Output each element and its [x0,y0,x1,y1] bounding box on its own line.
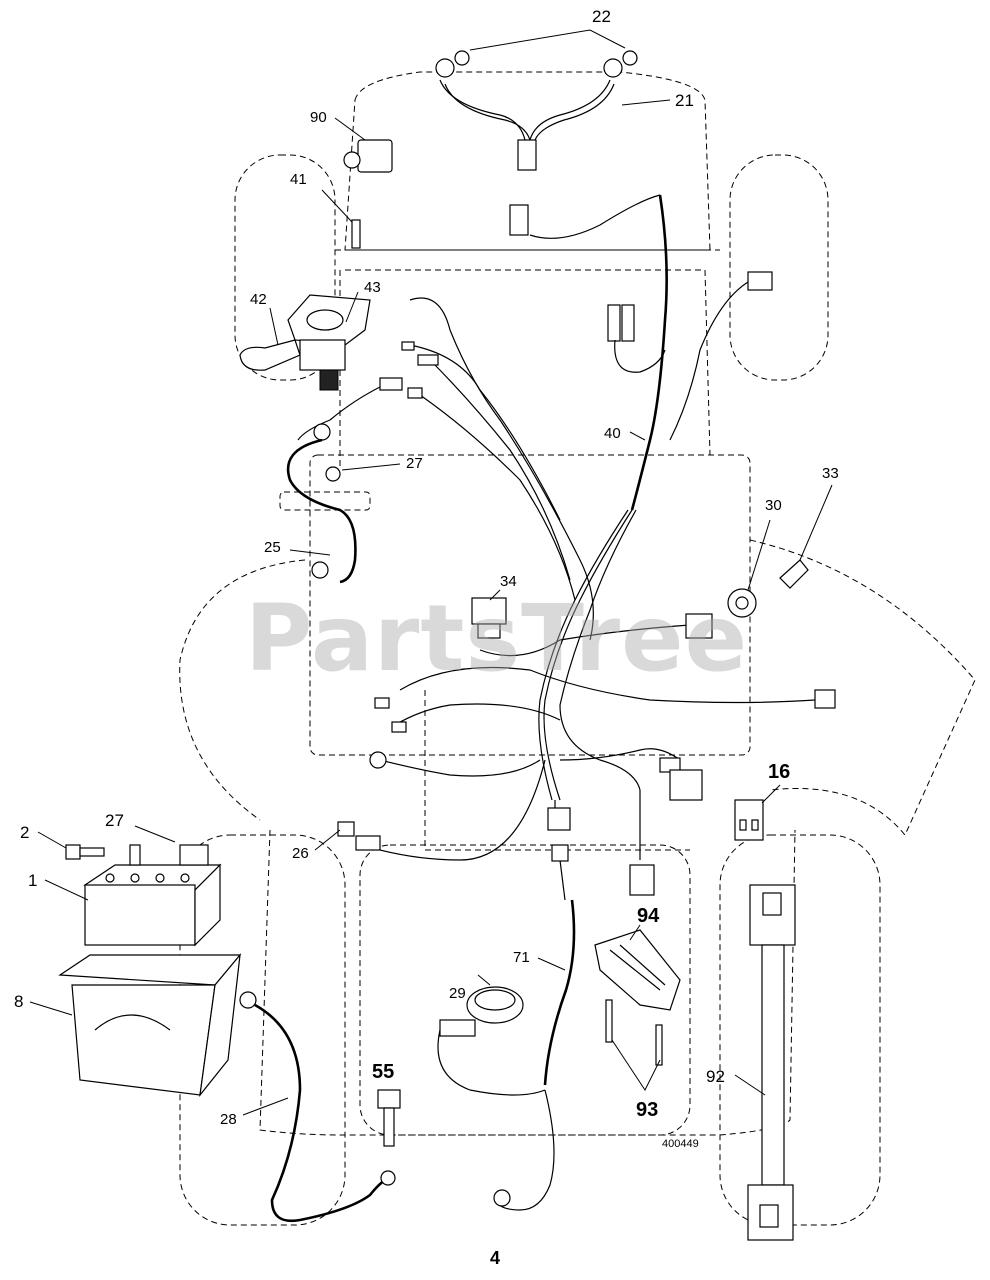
switch-29 [437,974,546,1096]
plug-connector [814,689,836,709]
fuel-connector [607,271,773,441]
callout-labels: 22 21 90 41 42 43 40 27 33 30 25 34 16 2… [14,7,839,1128]
callout-71: 71 [513,949,530,966]
callout-93: 93 [636,1099,658,1121]
headlight-harness [439,79,671,239]
main-harness [297,297,816,901]
relay-16 [734,784,781,841]
battery-cable-28 [239,991,396,1223]
ground-cable-25 [286,423,357,584]
tractor-outline [179,71,976,1226]
callout-27-battery: 27 [105,811,124,830]
callout-90: 90 [310,109,327,126]
callout-33: 33 [822,465,839,482]
bolt-55 [377,1089,401,1147]
callout-26: 26 [292,845,309,862]
callout-29: 29 [449,985,466,1002]
drawing-number: 400449 [662,1138,699,1150]
callout-41: 41 [290,171,307,188]
callout-94: 94 [637,905,660,927]
headlight-bulbs [435,29,638,78]
coiled-cable-71 [493,899,576,1211]
harness-connectors [547,769,703,896]
bolt-2 [37,831,105,860]
callout-43: 43 [364,279,381,296]
screw-41 [321,189,361,249]
connector-26 [314,821,381,851]
cable-92 [734,884,796,1241]
callout-40: 40 [604,425,621,442]
battery-1 [44,844,222,947]
switch-90 [334,117,393,173]
callout-34: 34 [500,573,517,590]
callout-92: 92 [706,1067,725,1086]
switch-30 [685,519,771,639]
callout-16: 16 [768,761,790,783]
nut-27-upper [325,463,401,482]
callout-8: 8 [14,992,23,1011]
callout-1: 1 [28,871,37,890]
callout-30: 30 [765,497,782,514]
module-33 [779,484,833,589]
callout-25: 25 [264,539,281,556]
callout-27-upper: 27 [406,455,423,472]
screws-93 [605,999,663,1091]
ignition-switch [239,291,371,391]
callout-28: 28 [220,1111,237,1128]
conduit-40 [629,194,668,511]
callout-21: 21 [675,91,694,110]
callout-22: 22 [592,7,611,26]
battery-tray-8 [29,953,242,1098]
switch-34 [471,589,507,639]
interlock-94 [594,924,681,1011]
nut-27-battery [134,825,176,843]
terminals [374,341,681,773]
callout-55: 55 [372,1061,394,1083]
callout-42: 42 [250,291,267,308]
page-number: 4 [490,1248,501,1268]
callout-2: 2 [20,823,29,842]
